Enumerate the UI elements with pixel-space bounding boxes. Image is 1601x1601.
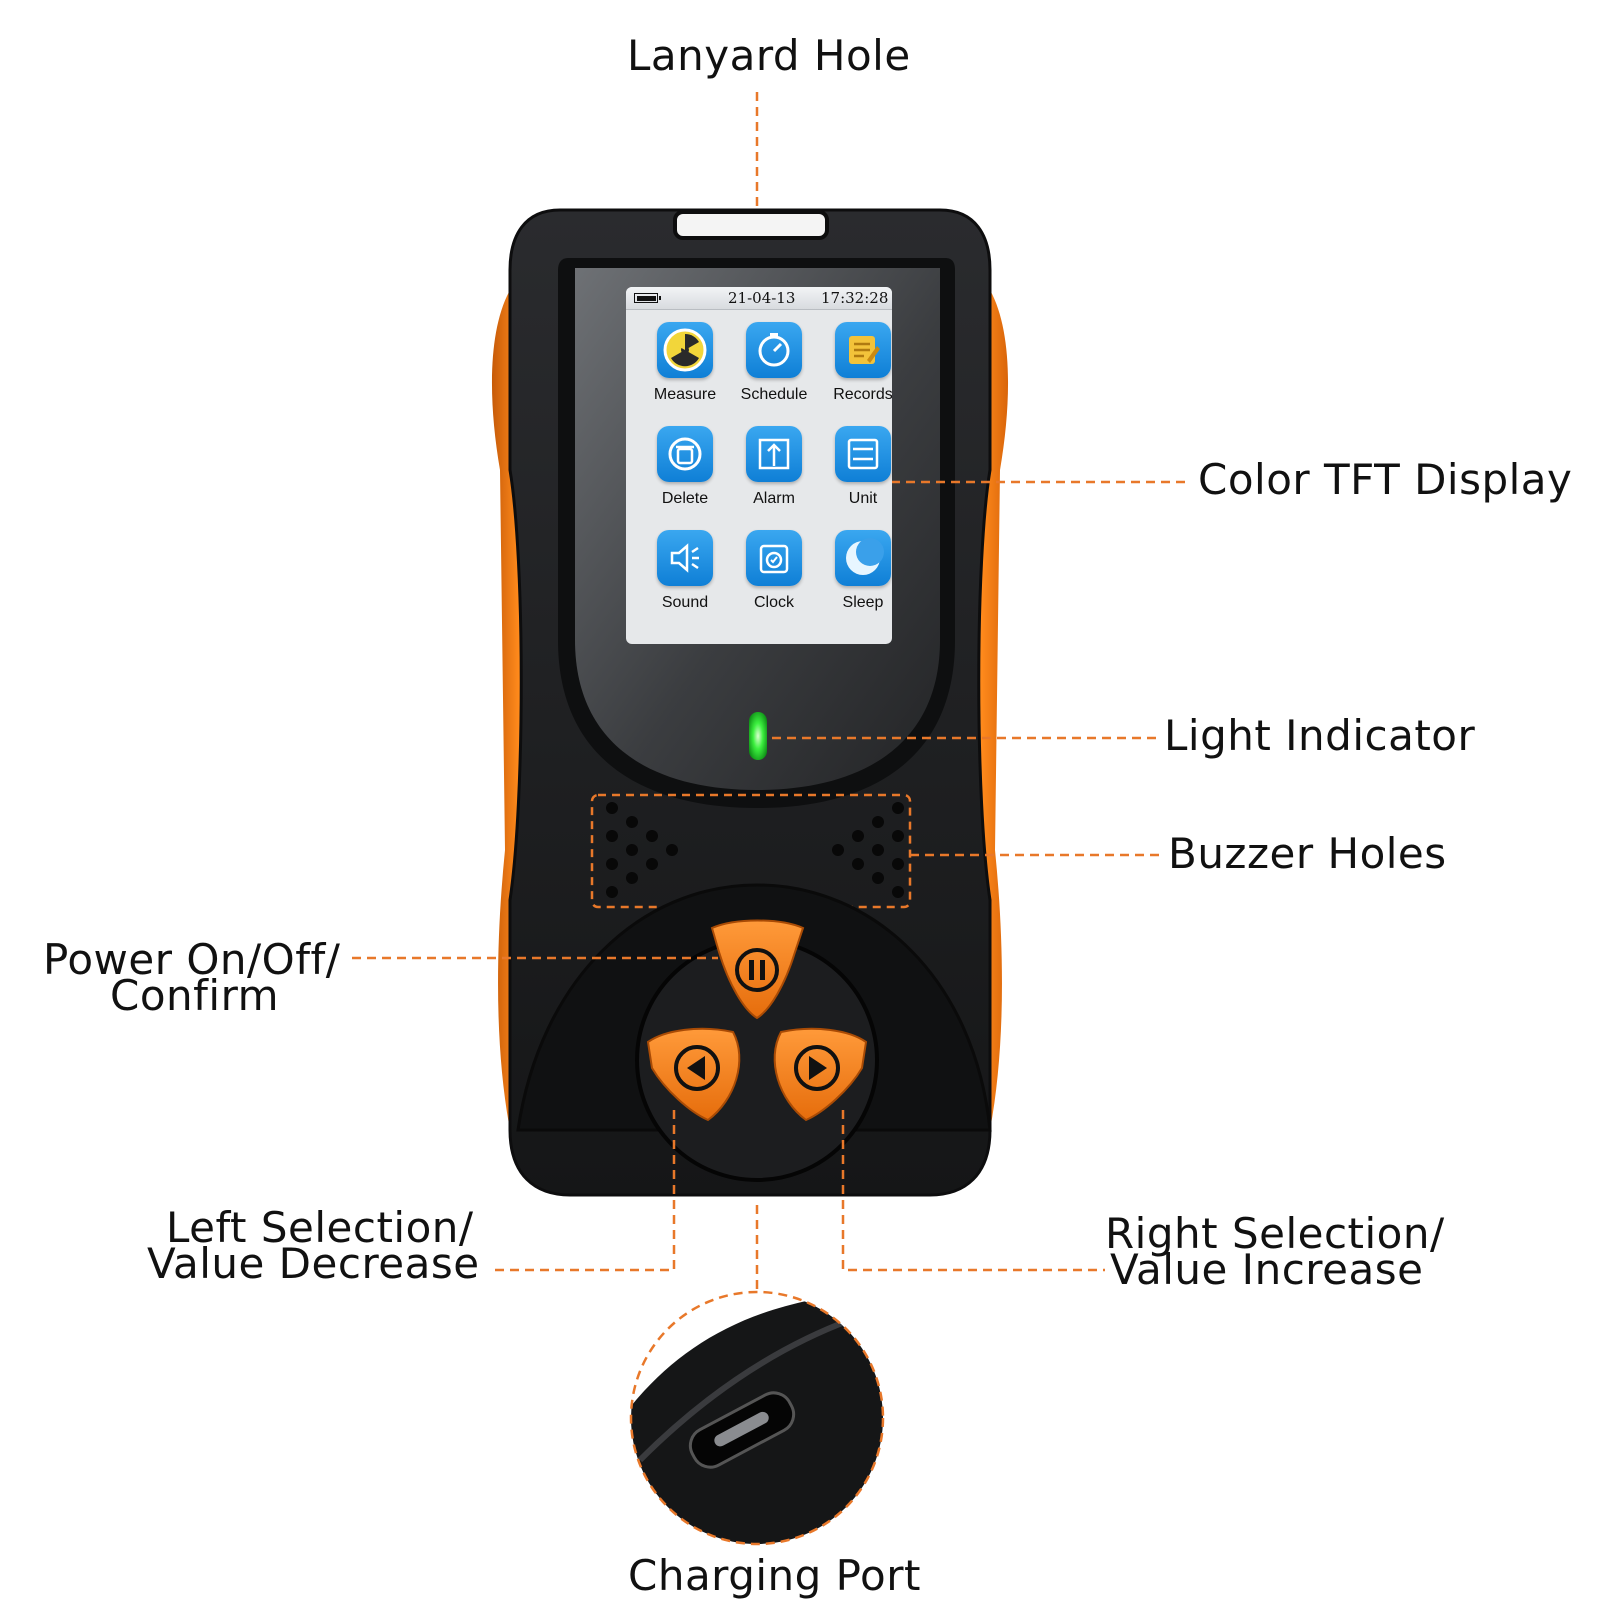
charging-port-zoom (629, 1290, 885, 1546)
app-label: Delete (661, 490, 709, 507)
status-time: 17:32:28 (821, 289, 889, 307)
app-label: Unit (848, 490, 878, 507)
notepad-icon (835, 322, 891, 378)
status-date: 21-04-13 (728, 289, 796, 307)
threshold-icon (746, 426, 802, 482)
app-label: Sound (661, 594, 709, 611)
radiation-icon (657, 322, 713, 378)
left-decrease-button (646, 1027, 741, 1122)
power-confirm-button (710, 919, 805, 1020)
app-delete[interactable]: Delete (645, 426, 725, 522)
app-records[interactable]: Records (823, 322, 892, 418)
callout-power-line1: Power On/Off/ (43, 935, 341, 984)
app-sound[interactable]: Sound (645, 530, 725, 626)
app-label: Alarm (753, 490, 795, 507)
app-measure[interactable]: Measure (645, 322, 725, 418)
callout-right-line1: Right Selection/ (1105, 1209, 1445, 1258)
calendar-clock-icon (746, 530, 802, 586)
status-bar: 21-04-13 17:32:28 (626, 287, 892, 310)
right-increase-button (773, 1027, 868, 1122)
leader-lines (352, 92, 1190, 1290)
callout-buzzer-holes: Buzzer Holes (1168, 829, 1447, 878)
speaker-icon (657, 530, 713, 586)
trash-icon (657, 426, 713, 482)
sliders-icon (835, 426, 891, 482)
lanyard-hole (673, 210, 829, 240)
moon-icon (835, 530, 891, 586)
app-clock[interactable]: Clock (734, 530, 814, 626)
callout-right-line2: Value Increase (1110, 1245, 1424, 1294)
app-label: Records (833, 386, 892, 403)
callout-charging-port: Charging Port (628, 1551, 921, 1600)
callout-lanyard-hole: Lanyard Hole (627, 31, 911, 80)
callout-light-indicator: Light Indicator (1164, 711, 1476, 760)
app-alarm[interactable]: Alarm (734, 426, 814, 522)
app-unit[interactable]: Unit (823, 426, 892, 522)
tft-screen: 21-04-13 17:32:28 Measure Schedule Recor… (626, 287, 892, 644)
app-label: Clock (753, 594, 794, 611)
callout-left-line1: Left Selection/ (166, 1203, 474, 1252)
callout-power-line2: Confirm (110, 971, 280, 1020)
battery-icon (634, 293, 661, 303)
app-label: Measure (653, 386, 717, 403)
app-sleep[interactable]: Sleep (823, 530, 892, 626)
buzzer-holes-right (832, 802, 904, 898)
callout-color-tft-display: Color TFT Display (1198, 455, 1573, 504)
app-label: Schedule (740, 386, 808, 403)
callout-left-line2: Value Decrease (147, 1239, 480, 1288)
light-indicator-led (749, 712, 767, 760)
buzzer-holes-left (606, 802, 678, 898)
app-schedule[interactable]: Schedule (734, 322, 814, 418)
stopwatch-icon (746, 322, 802, 378)
app-label: Sleep (842, 594, 884, 611)
